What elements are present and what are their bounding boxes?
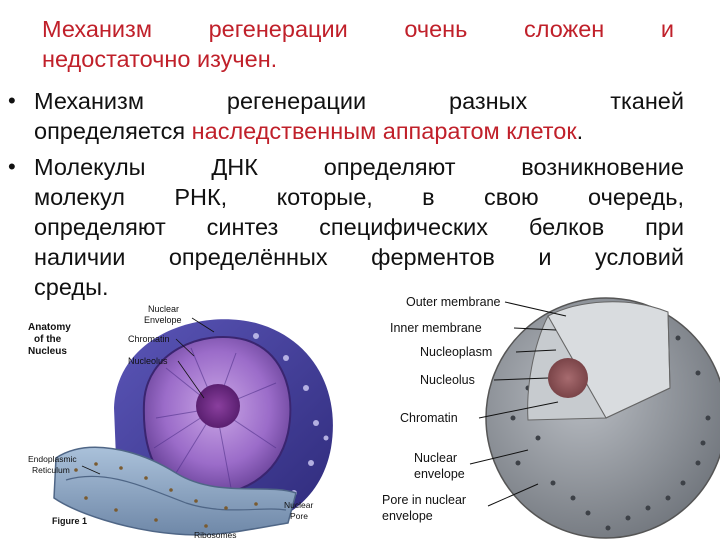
label-pore-1: Nuclear — [284, 500, 313, 510]
label-envelope-1: Nuclear — [414, 451, 457, 465]
label-chromatin-right: Chromatin — [400, 411, 458, 425]
bullet1-line2-pre: определяется — [34, 118, 192, 144]
figure-caption: Figure 1 — [52, 516, 87, 526]
label-outer-membrane: Outer membrane — [406, 295, 501, 309]
bullet1-line1: Механизм регенерации разных тканей — [34, 86, 684, 116]
label-pore-2: Pore — [290, 511, 308, 521]
label-er-2: Reticulum — [32, 465, 70, 475]
bullet-2: • — [8, 154, 16, 180]
figure-title-line2: of the — [34, 334, 62, 345]
label-envelope-2: envelope — [414, 467, 465, 481]
intro-line-1: Механизм регенерации очень сложен и — [42, 14, 674, 44]
label-nuclear-envelope-2: Envelope — [144, 315, 182, 325]
nucleolus-red — [548, 358, 588, 398]
label-nuclear-envelope-1: Nuclear — [148, 304, 179, 314]
bullet-1: • — [8, 88, 16, 114]
label-nucleoplasm: Nucleoplasm — [420, 345, 492, 359]
label-nucleolus-right: Nucleolus — [420, 373, 475, 387]
hereditary-apparatus-text: наследственным аппаратом клеток — [192, 118, 577, 144]
label-chromatin: Chromatin — [128, 334, 170, 344]
bullet1-line2: определяется наследственным аппаратом кл… — [34, 116, 583, 146]
label-ribosomes: Ribosomes — [194, 530, 237, 540]
label-er-1: Endoplasmic — [28, 454, 77, 464]
nucleus-cross-section-figure: Outer membrane Inner membrane Nucleoplas… — [378, 278, 720, 540]
figure-title-line3: Nucleus — [28, 346, 67, 357]
figure-title-line1: Anatomy — [28, 322, 71, 333]
label-pore-right-1: Pore in nuclear — [382, 493, 466, 507]
nucleolus-shape — [196, 384, 240, 428]
nucleus-anatomy-figure: Anatomy of the Nucleus Nuclear Envelope … — [26, 298, 366, 540]
bullet2-line4: наличии определённых ферментов и условий — [34, 242, 684, 272]
label-nucleolus: Nucleolus — [128, 356, 168, 366]
bullet2-line2: молекул РНК, которые, в свою очередь, — [34, 182, 684, 212]
intro-line-2: недостаточно изучен. — [42, 44, 277, 74]
label-pore-right-2: envelope — [382, 509, 433, 523]
bullet2-line1: Молекулы ДНК определяют возникновение — [34, 152, 684, 182]
label-inner-membrane: Inner membrane — [390, 321, 482, 335]
bullet2-line3: определяют синтез специфических белков п… — [34, 212, 684, 242]
bullet1-line2-post: . — [577, 118, 584, 144]
